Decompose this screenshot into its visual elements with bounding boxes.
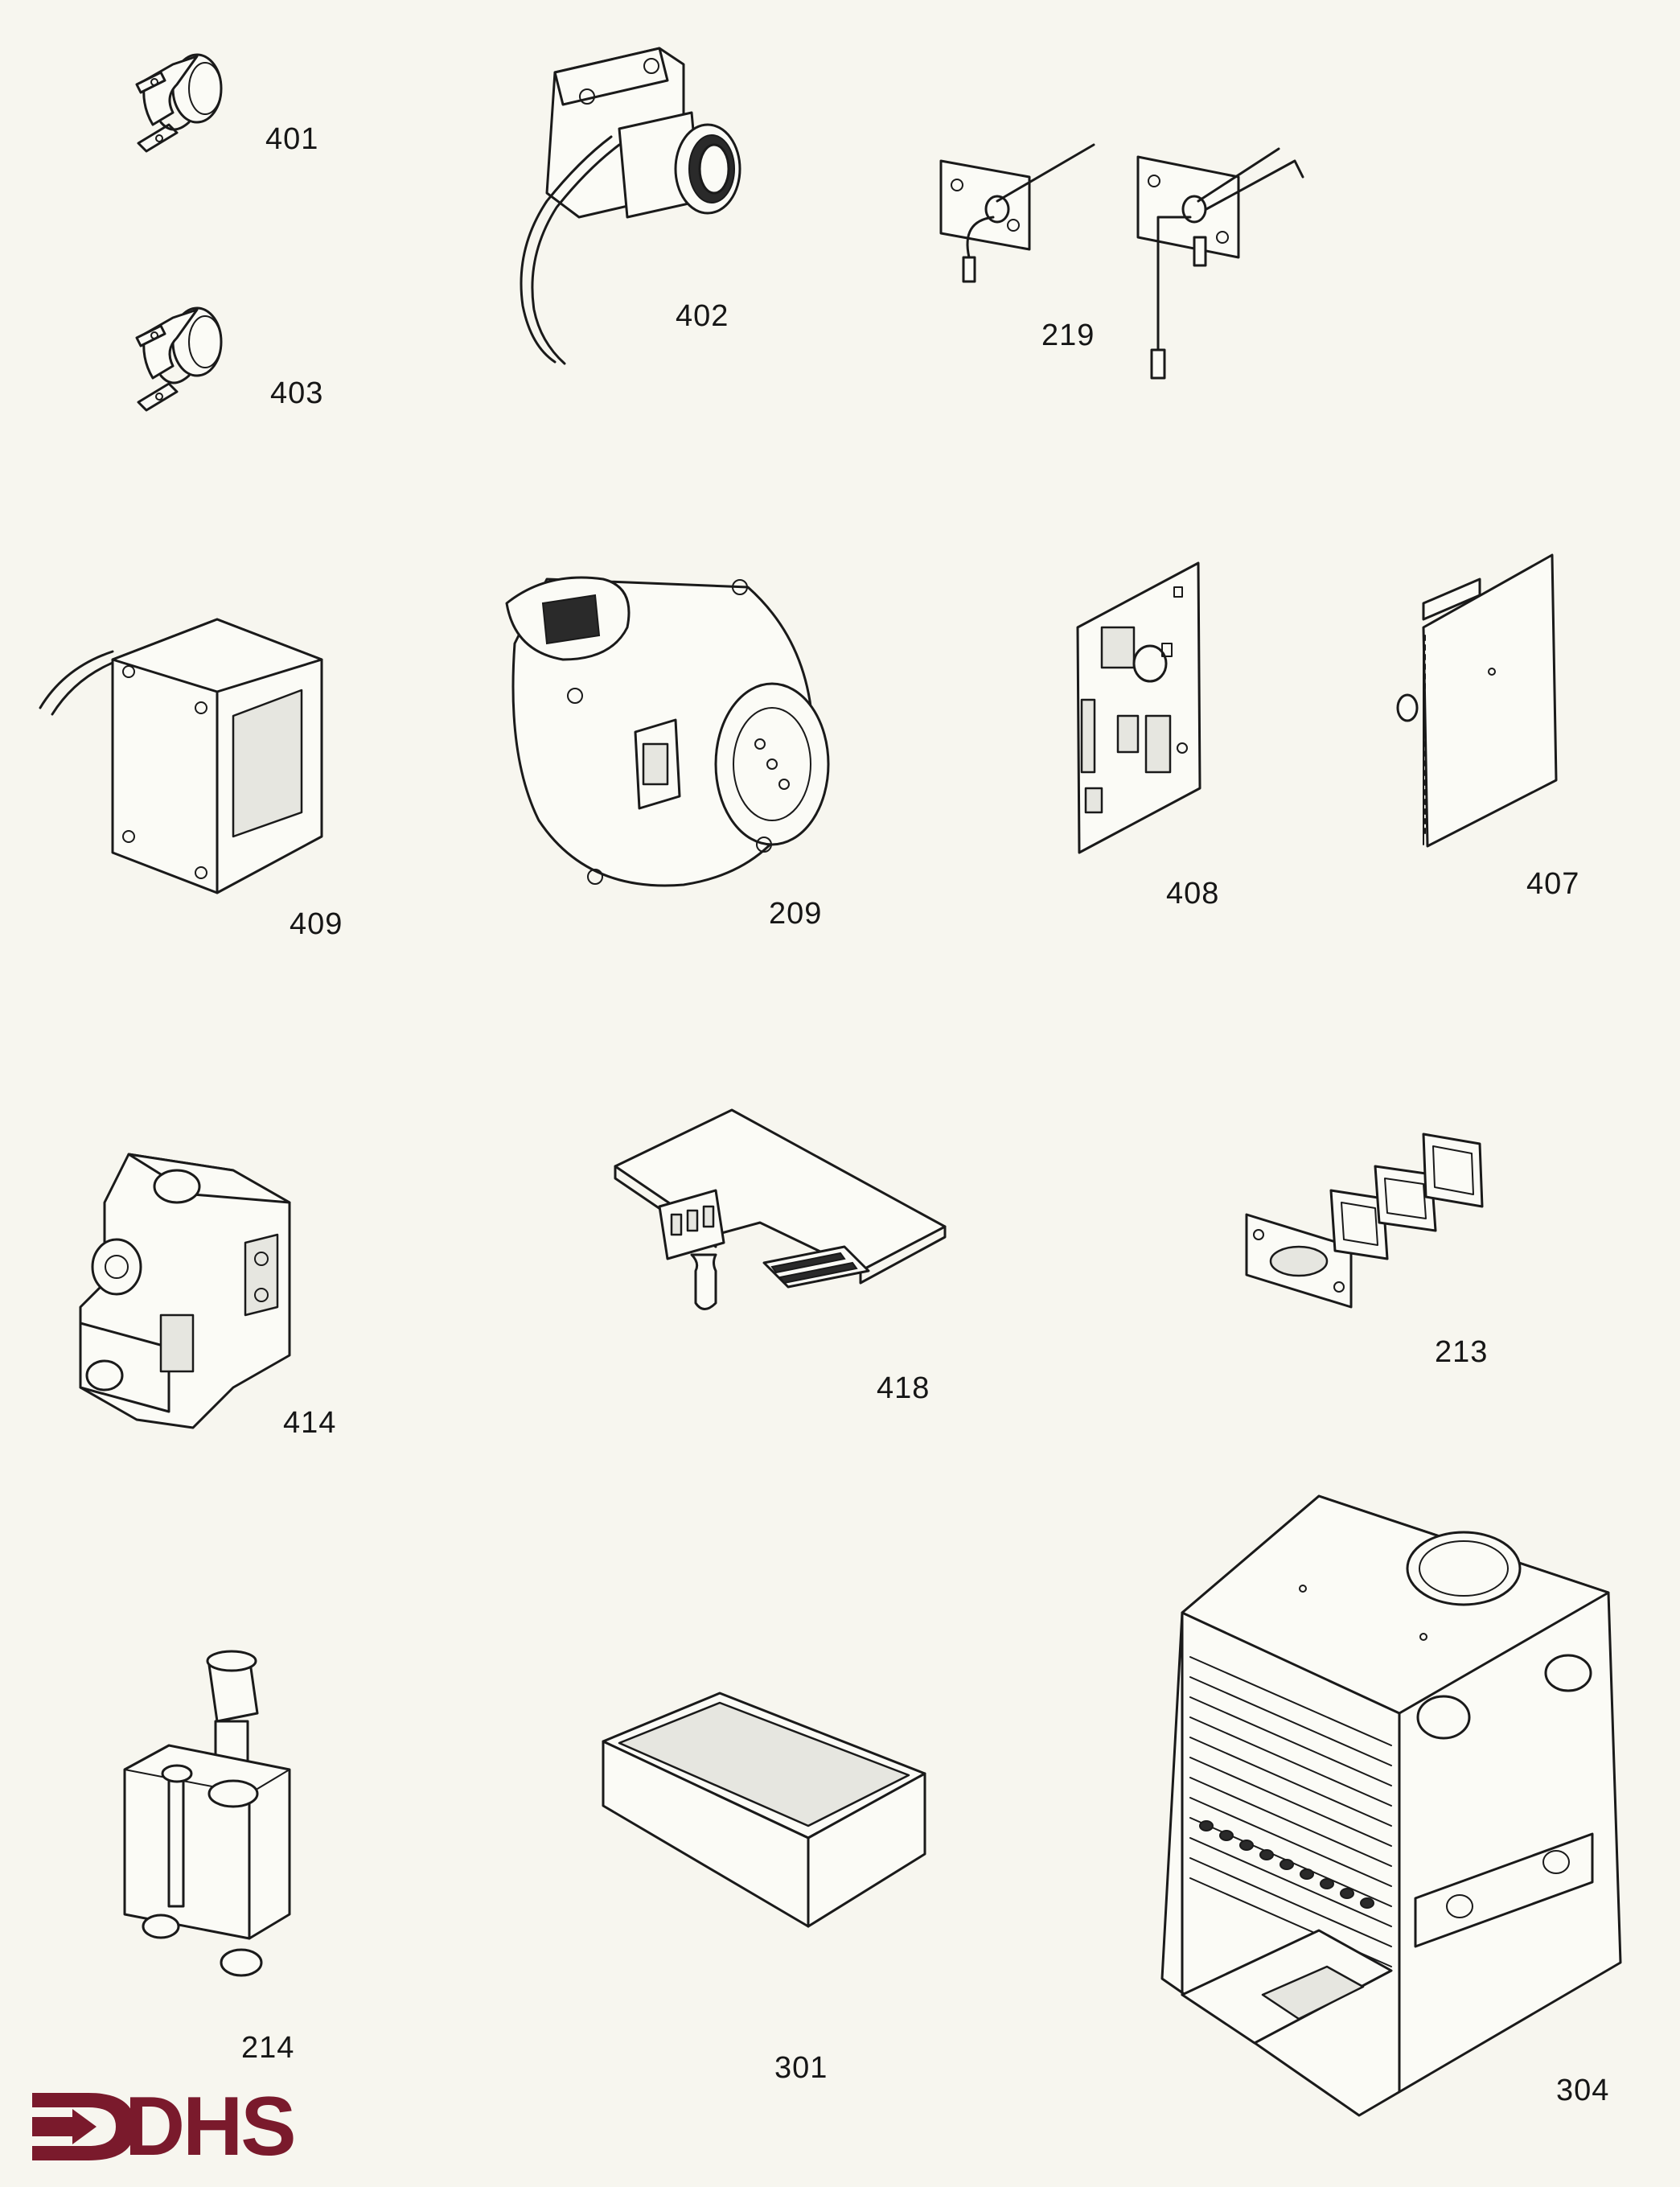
part-label-214: 214: [241, 2031, 295, 2065]
sensor-402-drawing: [499, 32, 741, 370]
part-label-403: 403: [270, 376, 324, 410]
part-label-407: 407: [1526, 867, 1580, 901]
part-label-219: 219: [1041, 319, 1095, 352]
heat-exchanger-304-drawing: [1158, 1480, 1625, 2117]
part-label-409: 409: [290, 907, 343, 941]
fan-209-drawing: [499, 555, 836, 901]
part-label-418: 418: [877, 1371, 930, 1405]
electrodes-219-drawing: [933, 137, 1319, 386]
pcb-408-drawing: [1070, 555, 1214, 861]
part-label-408: 408: [1166, 877, 1220, 911]
part-label-402: 402: [676, 299, 729, 333]
part-label-304: 304: [1556, 2074, 1610, 2107]
filter-301-drawing: [599, 1685, 929, 1942]
part-label-414: 414: [283, 1406, 337, 1440]
gas-valve-414-drawing: [72, 1146, 314, 1452]
part-label-213: 213: [1435, 1335, 1489, 1369]
thermostat-403-drawing: [129, 302, 249, 422]
part-label-301: 301: [774, 2051, 828, 2085]
transformer-409-drawing: [32, 595, 338, 901]
gaskets-213-drawing: [1238, 1126, 1496, 1319]
pcb-407-drawing: [1391, 553, 1568, 853]
part-label-209: 209: [769, 897, 823, 931]
brand-logo-text: DHS: [125, 2080, 297, 2173]
brand-logo: [32, 2082, 338, 2172]
control-board-418-drawing: [611, 1102, 949, 1327]
water-valve-214-drawing: [113, 1649, 306, 1987]
thermostat-401-drawing: [129, 48, 249, 169]
part-label-401: 401: [265, 122, 319, 156]
